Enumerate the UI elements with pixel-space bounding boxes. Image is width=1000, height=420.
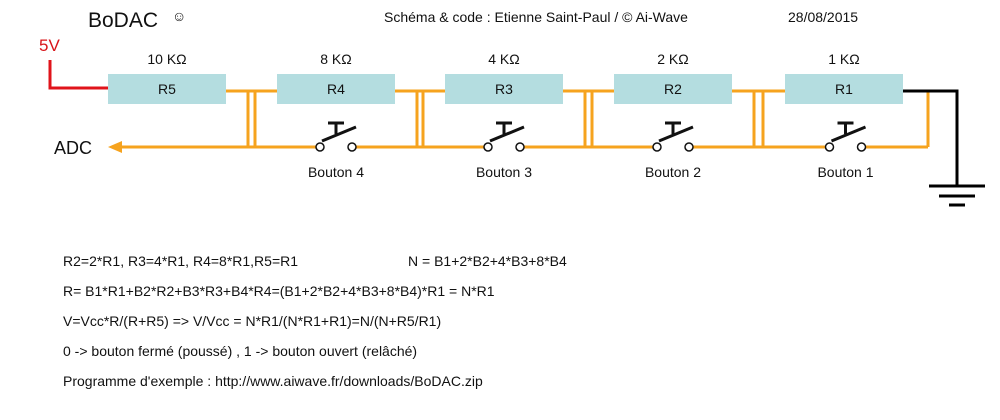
resistor-label: R4 — [327, 81, 345, 97]
switch-bouton-2: Bouton 2 — [585, 121, 754, 180]
button-label: Bouton 1 — [817, 164, 873, 180]
resistor-r4: R4 8 KΩ — [277, 51, 395, 104]
formula-row-ratios: R2=2*R1, R3=4*R1, R4=8*R1,R5=R1 N = B1+2*… — [63, 246, 567, 276]
resistor-r3: R3 4 KΩ — [445, 51, 563, 104]
formula-equivalent-resistance: R= B1*R1+B2*R2+B3*R3+B4*R4=(B1+2*B2+4*B3… — [63, 283, 495, 299]
resistor-value: 10 KΩ — [147, 51, 186, 67]
switch-bouton-4: Bouton 4 — [248, 121, 417, 180]
switch-contact — [824, 142, 835, 152]
switch-contact — [515, 142, 525, 152]
switch-lever — [489, 125, 525, 143]
example-program-link[interactable]: Programme d'exemple : http://www.aiwave.… — [63, 373, 483, 389]
formula-list: R2=2*R1, R3=4*R1, R4=8*R1,R5=R1 N = B1+2*… — [63, 246, 567, 396]
switch-bouton-3: Bouton 3 — [417, 121, 585, 180]
resistor-r1: R1 1 KΩ — [785, 51, 903, 104]
supply-wire — [48, 60, 108, 90]
switch-group: Bouton 4 Bouton 3 Bouton 2 Bouton 1 — [248, 121, 928, 180]
resistor-r2: R2 2 KΩ — [614, 51, 732, 104]
smiley-icon: ☺ — [172, 8, 186, 24]
resistor-value: 1 KΩ — [828, 51, 859, 67]
resistor-label: R5 — [158, 81, 176, 97]
resistor-value: 4 KΩ — [488, 51, 519, 67]
switch-bouton-1: Bouton 1 — [754, 121, 928, 180]
switch-lever — [830, 125, 867, 143]
resistor-body — [445, 74, 563, 104]
resistor-label: R2 — [664, 81, 682, 97]
switch-contact — [684, 142, 694, 152]
date-text: 28/08/2015 — [788, 9, 858, 25]
button-label: Bouton 3 — [476, 164, 532, 180]
resistor-group: R5 10 KΩ R4 8 KΩ R3 4 KΩ R2 2 KΩ R1 1 KΩ — [108, 51, 903, 104]
resistor-value: 8 KΩ — [320, 51, 351, 67]
adc-rail — [108, 91, 930, 153]
adc-label: ADC — [54, 138, 92, 158]
formula-ratios: R2=2*R1, R3=4*R1, R4=8*R1,R5=R1 — [63, 253, 299, 269]
switch-contact — [652, 142, 662, 152]
switch-contact — [483, 142, 493, 152]
switch-lever — [321, 125, 357, 143]
resistor-label: R1 — [835, 81, 853, 97]
diagram-title: BoDAC — [88, 9, 158, 32]
switch-lever — [658, 125, 694, 143]
resistor-body — [614, 74, 732, 104]
ground-wire — [903, 89, 959, 185]
resistor-r5: R5 10 KΩ — [108, 51, 226, 104]
formula-voltage: V=Vcc*R/(R+R5) => V/Vcc = N*R1/(N*R1+R1)… — [63, 313, 442, 329]
formula-n-definition: N = B1+2*B2+4*B3+8*B4 — [408, 253, 567, 269]
top-wire-segments — [226, 89, 785, 147]
resistor-value: 2 KΩ — [657, 51, 688, 67]
resistor-label: R3 — [495, 81, 513, 97]
switch-contact — [315, 142, 325, 152]
formula-button-states: 0 -> bouton fermé (poussé) , 1 -> bouton… — [63, 343, 418, 359]
button-label: Bouton 4 — [308, 164, 364, 180]
switch-contact — [856, 142, 867, 152]
switch-contact — [347, 142, 357, 152]
ground-symbol — [903, 89, 985, 207]
resistor-body — [785, 74, 903, 104]
adc-arrow-icon — [108, 141, 122, 153]
resistor-body — [277, 74, 395, 104]
resistor-body — [108, 74, 226, 104]
supply-label: 5V — [39, 36, 60, 55]
credit-text: Schéma & code : Etienne Saint-Paul / © A… — [384, 9, 688, 25]
button-label: Bouton 2 — [645, 164, 701, 180]
